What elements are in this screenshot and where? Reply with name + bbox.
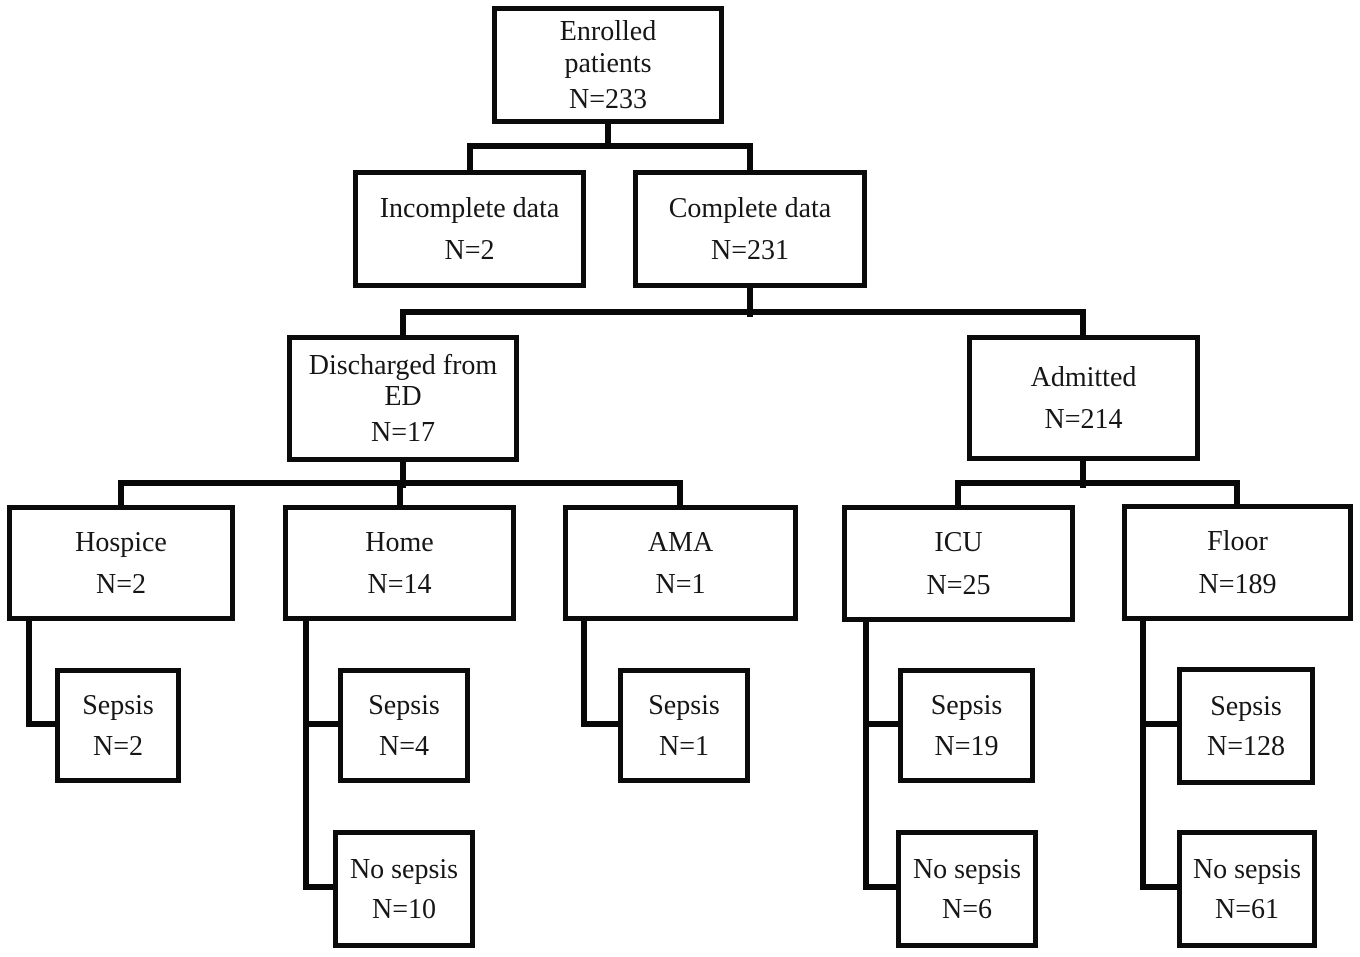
- edge-hospice-child: [26, 615, 55, 727]
- node-count: N=1: [655, 569, 706, 601]
- node-count: N=14: [367, 569, 432, 601]
- node-count: N=17: [370, 417, 435, 449]
- edge-complete-split: [400, 283, 1086, 340]
- node-floor-sepsis: Sepsis N=128: [1177, 667, 1315, 785]
- node-label: Floor: [1207, 526, 1268, 558]
- node-count: N=2: [444, 235, 495, 267]
- edge-discharged-split: [118, 457, 683, 510]
- node-label: AMA: [647, 526, 714, 558]
- node-admitted: Admitted N=214: [967, 335, 1200, 461]
- node-label: Home: [365, 526, 434, 558]
- node-home: Home N=14: [283, 505, 516, 621]
- node-label: Sepsis: [368, 690, 440, 722]
- node-count: N=1: [658, 730, 709, 762]
- node-count: N=231: [710, 235, 789, 267]
- node-label: Sepsis: [82, 690, 154, 722]
- node-label: Complete data: [668, 192, 832, 224]
- node-ama: AMA N=1: [563, 505, 798, 621]
- node-home-sepsis: Sepsis N=4: [338, 668, 470, 783]
- node-label: Hospice: [75, 526, 167, 558]
- node-home-no-sepsis: No sepsis N=10: [333, 830, 475, 948]
- node-count: N=214: [1044, 404, 1123, 436]
- node-label: Sepsis: [648, 690, 720, 722]
- node-count: N=128: [1206, 731, 1285, 763]
- node-floor-no-sepsis: No sepsis N=61: [1177, 830, 1317, 948]
- node-label: No sepsis: [912, 853, 1022, 885]
- node-count: N=6: [941, 894, 992, 926]
- node-count: N=61: [1214, 894, 1279, 926]
- node-label: Admitted: [1030, 361, 1137, 393]
- node-hospice: Hospice N=2: [7, 505, 235, 621]
- edge-enrolled-split: [467, 118, 753, 175]
- edge-admitted-split: [955, 456, 1240, 510]
- node-count: N=2: [92, 730, 143, 762]
- edge-icu-children: [863, 617, 898, 890]
- node-floor: Floor N=189: [1122, 504, 1353, 621]
- node-count: N=10: [371, 894, 436, 926]
- node-count: N=25: [926, 569, 991, 601]
- node-enrolled-patients: Enrolled patients N=233: [492, 6, 724, 124]
- node-count: N=4: [378, 730, 429, 762]
- node-count: N=189: [1198, 568, 1277, 600]
- node-label: No sepsis: [349, 853, 459, 885]
- node-complete-data: Complete data N=231: [633, 170, 867, 288]
- node-icu-sepsis: Sepsis N=19: [898, 668, 1035, 783]
- node-label: Discharged from ED: [308, 349, 498, 412]
- edge-ama-child: [581, 615, 618, 727]
- node-icu: ICU N=25: [842, 505, 1075, 622]
- edge-floor-children: [1140, 616, 1177, 890]
- node-count: N=19: [934, 730, 999, 762]
- node-count: N=233: [568, 83, 647, 115]
- node-label: No sepsis: [1192, 853, 1302, 885]
- node-hospice-sepsis: Sepsis N=2: [55, 668, 181, 783]
- node-discharged-from-ed: Discharged from ED N=17: [287, 335, 519, 462]
- node-incomplete-data: Incomplete data N=2: [353, 170, 586, 288]
- node-label: Sepsis: [930, 690, 1003, 722]
- node-label: Enrolled patients: [559, 16, 657, 79]
- node-count: N=2: [95, 569, 146, 601]
- node-ama-sepsis: Sepsis N=1: [618, 668, 750, 783]
- edge-home-children: [303, 615, 338, 890]
- node-label: Incomplete data: [379, 192, 560, 224]
- node-label: ICU: [934, 527, 983, 559]
- node-icu-no-sepsis: No sepsis N=6: [896, 830, 1038, 948]
- node-label: Sepsis: [1210, 690, 1282, 722]
